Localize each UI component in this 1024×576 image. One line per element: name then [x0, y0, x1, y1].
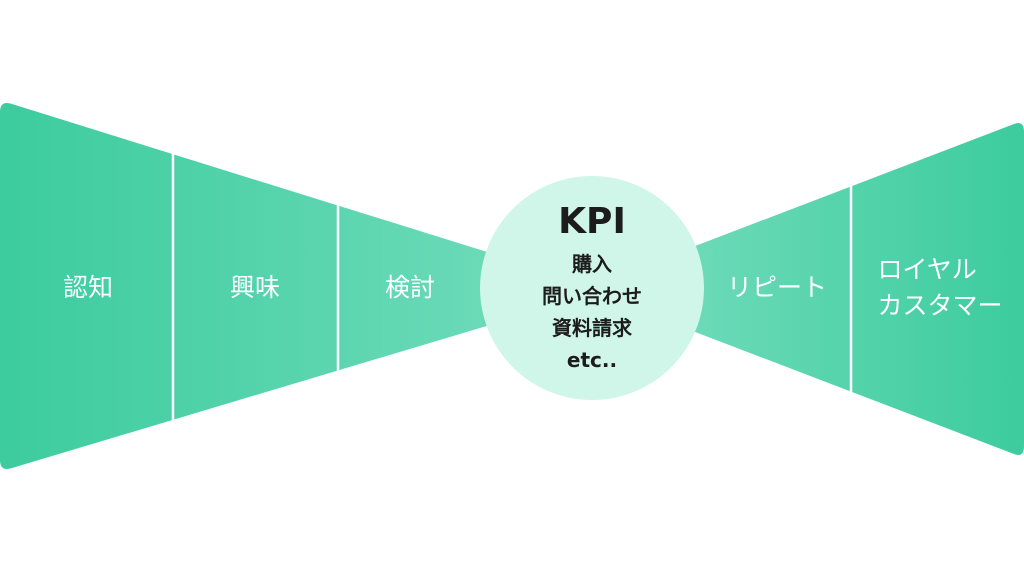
kpi-block: KPI 購入 問い合わせ 資料請求 etc.. [542, 200, 642, 376]
stage-consideration: 検討 [384, 272, 436, 302]
kpi-item: 購入 [572, 252, 612, 276]
stage-loyal-customer: ロイヤル カスタマー [877, 254, 1003, 320]
stage-interest: 興味 [229, 272, 281, 302]
kpi-circle [480, 176, 704, 400]
kpi-item: etc.. [566, 348, 618, 372]
stage-awareness: 認知 [62, 272, 114, 302]
kpi-item: 問い合わせ [542, 284, 642, 308]
stage-repeat: リピート [726, 272, 828, 302]
kpi-title: KPI [558, 201, 626, 242]
left-funnel [0, 103, 500, 469]
kpi-item: 資料請求 [552, 316, 632, 340]
right-funnel [690, 123, 1024, 455]
